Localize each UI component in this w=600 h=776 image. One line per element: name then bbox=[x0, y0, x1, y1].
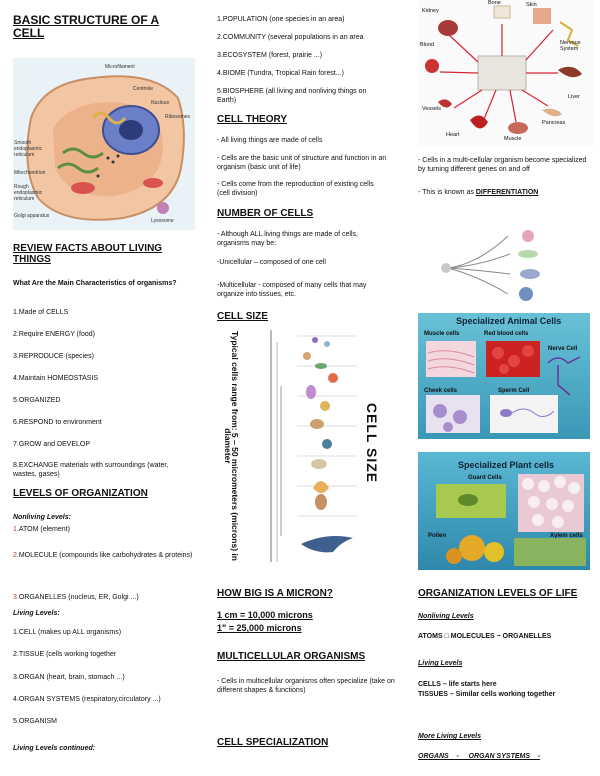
organization-levels-heading: ORGANIZATION LEVELS OF LIFE bbox=[418, 588, 578, 599]
organs-line: ORGANS - ORGAN SYSTEMS - bbox=[418, 753, 541, 760]
level-item: 5.BIOSPHERE (all living and nonliving th… bbox=[217, 88, 367, 104]
micron-conversion: 1" = 25,000 microns bbox=[217, 623, 302, 633]
differentiation-text: - Cells in a multi-cellular organism bec… bbox=[418, 157, 587, 173]
nonliving-level-item: 3.ORGANELLES (nucleus, ER, Golgi ...) bbox=[13, 594, 139, 601]
label-smooth-er: Smooth endoplasmic reticulum bbox=[14, 140, 43, 158]
living-level-item: 1.CELL (makes up ALL organisms) bbox=[13, 629, 122, 636]
characteristic-item: 8.EXCHANGE materials with surroundings (… bbox=[13, 462, 169, 478]
level-item: 4.BIOME (Tundra, Tropical Rain forest...… bbox=[217, 70, 344, 77]
differentiation-figure bbox=[438, 224, 553, 306]
label-nucleus: Nucleus bbox=[151, 100, 170, 106]
label-golgi: Golgi apparatus bbox=[14, 213, 50, 219]
animal-cells-title: Specialized Animal Cells bbox=[456, 316, 562, 326]
label-xylem-cells: Xylem cells bbox=[550, 533, 583, 539]
number-of-cells-heading: NUMBER OF CELLS bbox=[217, 208, 314, 219]
cell-size-heading: CELL SIZE bbox=[217, 311, 268, 322]
micron-conversion: 1 cm = 10,000 microns bbox=[217, 610, 313, 620]
differentiation-term-line: - This is known as DIFFERENTIATION bbox=[418, 189, 539, 196]
specialized-plant-cells-figure: Specialized Plant cells Guard Cells Poll… bbox=[418, 452, 590, 570]
characteristic-item: 3.REPRODUCE (species) bbox=[13, 353, 94, 360]
level-item: 2.COMMUNITY (several populations in an a… bbox=[217, 34, 364, 41]
characteristic-item: 1.Made of CELLS bbox=[13, 309, 69, 316]
nonliving-levels-label: Nonliving Levels: bbox=[13, 514, 71, 521]
level-item: 3.ECOSYSTEM (forest, prairie ...) bbox=[217, 52, 323, 59]
cell-size-range-text: Typical cells range from: 5 – 50 microme… bbox=[223, 331, 240, 561]
cell-theory-item: - Cells are the basic unit of structure … bbox=[217, 155, 387, 171]
label-rough-er: Rough endoplasmic reticulum bbox=[14, 184, 43, 202]
label-centriole: Centriole bbox=[133, 86, 154, 92]
label-liver: Liver bbox=[568, 94, 580, 100]
micron-heading: HOW BIG IS A MICRON? bbox=[217, 588, 333, 599]
number-item: - Although ALL living things are made of… bbox=[217, 231, 358, 247]
nonliving-levels-line: ATOMS □ MOLECULES − ORGANELLES bbox=[418, 633, 552, 640]
nonliving-level-item: 1.ATOM (element) bbox=[13, 526, 70, 533]
nonliving-level-item: 2.MOLECULE (compounds like carbohydrates… bbox=[13, 552, 193, 559]
living-level-item: 4.ORGAN SYSTEMS (respiratory,circulatory… bbox=[13, 696, 161, 703]
label-sperm-cell: Sperm Cell bbox=[498, 388, 530, 394]
living-level-item: 3.ORGAN (heart, brain, stomach ...) bbox=[13, 674, 125, 681]
cell-size-figure: Typical cells range from: 5 – 50 microme… bbox=[217, 326, 407, 566]
label-nerve-cell: Nerve Cell bbox=[548, 346, 578, 352]
label-muscle: Muscle bbox=[504, 136, 522, 142]
cell-structure-figure: Microfilament Centriole Nucleus Ribosome… bbox=[13, 58, 195, 230]
number-item: -Multicellular - composed of many cells … bbox=[217, 282, 367, 298]
label-microfilament: Microfilament bbox=[105, 64, 135, 70]
label-skin: Skin bbox=[526, 2, 537, 8]
characteristic-item: 7.GROW and DEVELOP bbox=[13, 441, 91, 448]
cells-line: CELLS – life starts here bbox=[418, 681, 497, 688]
plant-cells-title: Specialized Plant cells bbox=[458, 460, 555, 470]
multicellular-heading: MULTICELLULAR ORGANISMS bbox=[217, 651, 366, 662]
multicellular-text: - Cells in multicellular organisms often… bbox=[217, 678, 395, 694]
nonliving-levels-label-2: Nonliving Levels bbox=[418, 613, 474, 620]
label-pancreas: Pancreas bbox=[542, 120, 566, 126]
level-item: 1.POPULATION (one species in an area) bbox=[217, 16, 345, 23]
label-red-blood-cells: Red blood cells bbox=[484, 331, 529, 337]
label-vessels: Vessels bbox=[422, 106, 441, 112]
cell-theory-item: - All living things are made of cells bbox=[217, 137, 323, 144]
cell-theory-item: - Cells come from the reproduction of ex… bbox=[217, 181, 374, 197]
characteristic-item: 4.Maintain HOMEOSTASIS bbox=[13, 375, 99, 382]
body-organs-figure: Kidney Bone Skin Nervous System Blood Li… bbox=[418, 0, 593, 146]
cell-theory-heading: CELL THEORY bbox=[217, 114, 288, 125]
tissues-line: TISSUES – Similar cells working together bbox=[418, 691, 556, 698]
levels-heading: LEVELS OF ORGANIZATION bbox=[13, 488, 148, 499]
living-level-item: 5.ORGANISM bbox=[13, 718, 57, 725]
specialized-animal-cells-figure: Specialized Animal Cells Muscle cells Re… bbox=[418, 313, 590, 439]
label-cheek-cells: Cheek cells bbox=[424, 388, 458, 394]
living-levels-label: Living Levels: bbox=[13, 610, 60, 617]
characteristic-item: 5.ORGANIZED bbox=[13, 397, 61, 404]
label-pollen: Pollen bbox=[428, 533, 447, 539]
label-nervous-system: Nervous System bbox=[560, 40, 581, 52]
characteristic-item: 2.Require ENERGY (food) bbox=[13, 331, 95, 338]
living-level-item: 2.TISSUE (cells working together bbox=[13, 651, 117, 658]
label-lysosome: Lysosome bbox=[151, 218, 174, 224]
review-heading: REVIEW FACTS ABOUT LIVING THINGS bbox=[13, 243, 163, 265]
label-guard-cells: Guard Cells bbox=[468, 475, 502, 481]
cell-structure-heading: BASIC STRUCTURE OF A CELL bbox=[13, 13, 160, 40]
label-heart: Heart bbox=[446, 132, 460, 138]
label-bone: Bone bbox=[488, 0, 501, 6]
cell-specialization-heading: CELL SPECIALIZATION bbox=[217, 737, 329, 748]
characteristic-item: 6.RESPOND to environment bbox=[13, 419, 102, 426]
characteristics-question: What Are the Main Characteristics of org… bbox=[13, 280, 177, 287]
cell-size-figure-title: CELL SIZE bbox=[364, 402, 380, 484]
label-blood: Blood bbox=[420, 42, 435, 48]
number-item: -Unicellular – composed of one cell bbox=[217, 259, 326, 266]
label-kidney: Kidney bbox=[422, 8, 439, 14]
more-living-levels-label: More Living Levels bbox=[418, 733, 482, 740]
label-ribosomes: Ribosomes bbox=[165, 114, 191, 120]
living-continued-label: Living Levels continued: bbox=[13, 745, 96, 752]
living-levels-label-2: Living Levels bbox=[418, 660, 463, 667]
label-muscle-cells: Muscle cells bbox=[424, 331, 460, 337]
label-mitochondrion: Mitochondrion bbox=[14, 170, 46, 176]
